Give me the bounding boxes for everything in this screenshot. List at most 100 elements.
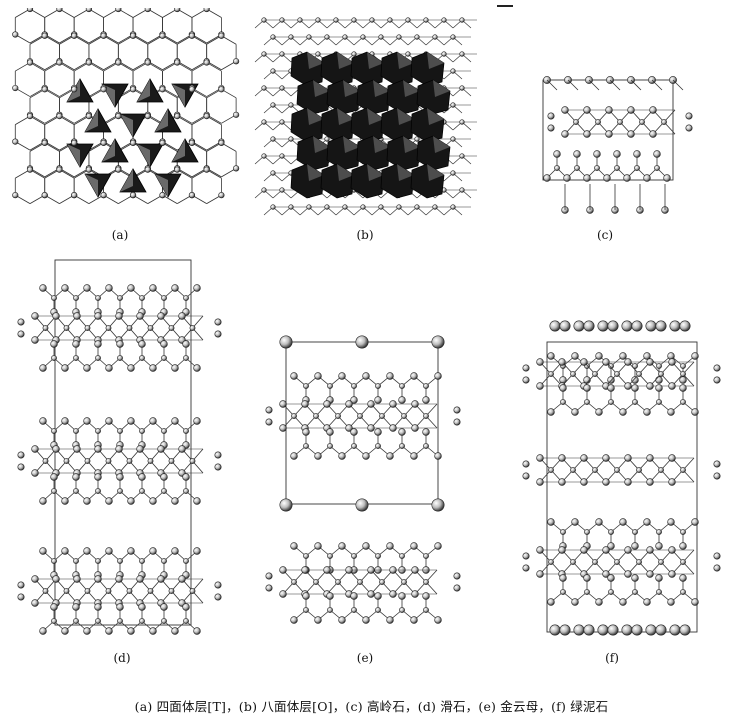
atom [178,575,186,583]
atom [160,603,168,611]
atom [17,581,25,589]
unit-cell [285,341,439,505]
atom [573,624,585,636]
atom [602,454,610,462]
atom [73,445,81,453]
atom [592,371,598,377]
atom [31,599,39,607]
panel-a-tetrahedral-sheet [10,8,242,218]
atom [627,130,635,138]
atom [17,318,25,326]
atom [680,589,686,595]
atom [548,371,554,377]
atom [561,106,569,114]
octahedron-face [367,108,384,125]
atom [72,473,80,481]
atom [680,371,686,377]
atom [410,616,418,624]
atom [178,312,186,320]
atom [656,589,662,595]
atom [302,592,310,600]
atom [401,579,407,585]
atom [396,204,402,210]
atom [441,17,447,23]
atom [72,603,80,611]
atom [410,372,418,380]
tetrahedron-face [85,109,98,132]
atom [401,413,407,419]
atom [218,139,225,146]
atom [51,295,57,301]
atom [73,575,81,583]
atom [168,588,175,594]
atom [51,488,57,494]
atom [261,187,267,193]
atom [450,34,456,40]
atom [691,352,699,360]
octahedron [320,51,355,87]
atom [139,355,145,361]
atom [713,564,721,572]
atom [713,460,721,468]
atom [431,335,445,349]
atom [362,372,370,380]
atom [654,165,660,171]
octahedron-face [397,108,414,125]
atom [188,86,196,93]
octahedron-face [427,52,444,69]
atom [83,627,91,635]
atom [218,32,225,39]
atom [595,518,603,526]
atom [189,325,196,331]
atom [646,358,654,366]
atom [189,458,196,464]
atom [621,320,633,332]
atom [355,498,369,512]
atom [73,312,81,320]
atom [624,358,632,366]
atom [193,627,201,635]
atom [558,454,566,462]
atom [613,150,621,158]
atom [160,340,168,348]
octahedron-face [397,164,414,181]
atom [342,204,348,210]
panel-f-label: (f) [605,651,619,665]
atom [72,340,80,348]
atom [94,312,102,320]
atom [558,546,566,554]
atom [547,408,555,416]
atom [214,593,222,601]
atom [350,428,358,436]
atom [188,192,196,199]
panel-c-label: (c) [596,228,614,242]
octahedral-sheet-figure [254,17,477,216]
atom [583,106,591,114]
atom [423,607,429,613]
atom [335,579,341,585]
atom [291,579,297,585]
atom [639,119,645,125]
atom [631,384,639,392]
atom [279,498,293,512]
atom [182,473,190,481]
atom [126,458,133,464]
atom [51,428,57,434]
atom [144,59,151,66]
atom [279,400,287,408]
octahedron-face [403,80,420,97]
atom [159,32,166,39]
atom [56,8,63,13]
atom [115,445,123,453]
atom [571,408,579,416]
atom [83,417,91,425]
atom [342,34,348,40]
octahedron [290,107,325,143]
atom [94,340,102,348]
atom [386,372,394,380]
atom [127,417,135,425]
atom [326,428,334,436]
atom [633,150,641,158]
atom [360,204,366,210]
atom [41,86,48,93]
